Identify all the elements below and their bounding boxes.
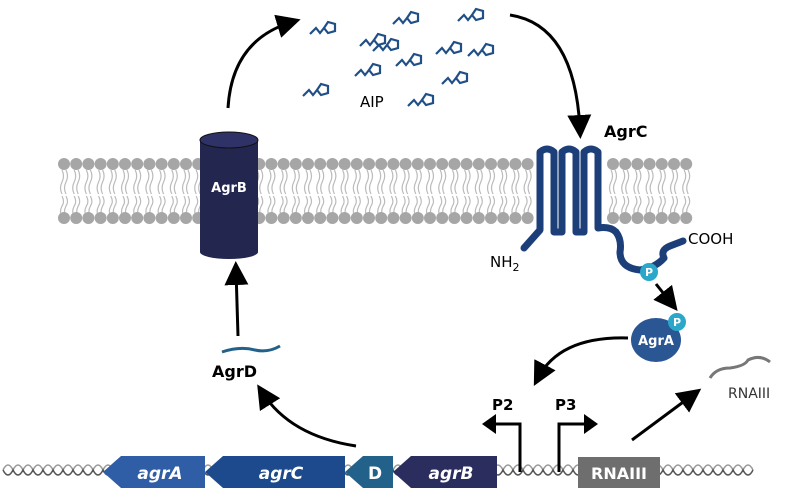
nh2-label: NH2 xyxy=(490,253,520,274)
svg-text:AgrA: AgrA xyxy=(638,334,674,349)
agrd-label: AgrD xyxy=(212,362,257,381)
agrb-protein-label: AgrB xyxy=(211,181,247,196)
aip-molecule xyxy=(302,82,330,97)
rnaiii-gene: RNAIII xyxy=(578,457,660,488)
agrb-protein: AgrB xyxy=(199,131,259,259)
aip-molecule xyxy=(354,62,382,77)
svg-text:RNAIII: RNAIII xyxy=(591,464,647,483)
gene-label: agrC xyxy=(259,464,304,484)
cell-membrane xyxy=(58,158,693,224)
svg-text:P: P xyxy=(673,316,681,329)
gene-label: agrA xyxy=(137,464,182,484)
aip-molecule xyxy=(467,42,495,57)
aip-molecule xyxy=(407,92,435,107)
gene-d: D xyxy=(345,456,393,488)
aip-molecule xyxy=(359,32,387,47)
arrow-agra-to-promoters xyxy=(533,336,629,386)
arrow-agrb-to-aip xyxy=(226,14,301,109)
rnaiii-transcript-label: RNAIII xyxy=(728,386,770,402)
aip-molecule xyxy=(309,20,337,35)
arrow-rnaiii-gene-to-transcript xyxy=(631,388,702,442)
aip-label: AIP xyxy=(360,93,384,111)
agrc-protein xyxy=(520,145,687,274)
promoter-p2: P2 xyxy=(482,396,522,472)
promoter-p3: P3 xyxy=(555,396,598,472)
rnaiii-transcript xyxy=(708,355,771,379)
aip-molecule xyxy=(457,7,485,22)
aip-molecules xyxy=(302,7,495,107)
gene-agra: agrA xyxy=(103,456,205,488)
gene-label: agrB xyxy=(429,464,474,484)
gene-label: D xyxy=(368,464,382,484)
aip-molecule xyxy=(435,40,463,55)
aip-molecule xyxy=(395,52,423,67)
gene-agrc: agrC xyxy=(205,456,345,488)
flow-arrows xyxy=(224,13,702,448)
svg-text:P2: P2 xyxy=(492,396,513,414)
aip-molecule xyxy=(372,37,400,52)
svg-text:P: P xyxy=(645,266,653,279)
cooh-label: COOH xyxy=(688,230,733,248)
svg-text:P3: P3 xyxy=(555,396,576,414)
aip-molecule xyxy=(392,10,420,25)
agrd-peptide xyxy=(221,344,281,354)
agrc-label: AgrC xyxy=(604,122,647,141)
arrow-gene-to-agrd xyxy=(257,384,357,448)
arrow-agrd-to-agrb xyxy=(224,261,249,337)
agra-protein: AgrA P xyxy=(631,313,686,362)
arrow-aip-to-agrc xyxy=(509,13,592,139)
aip-molecule xyxy=(441,70,469,85)
gene-agrb: agrB xyxy=(393,456,497,488)
agrc-phosphate: P xyxy=(640,263,658,281)
arrow-agrc-to-agra xyxy=(653,283,678,312)
